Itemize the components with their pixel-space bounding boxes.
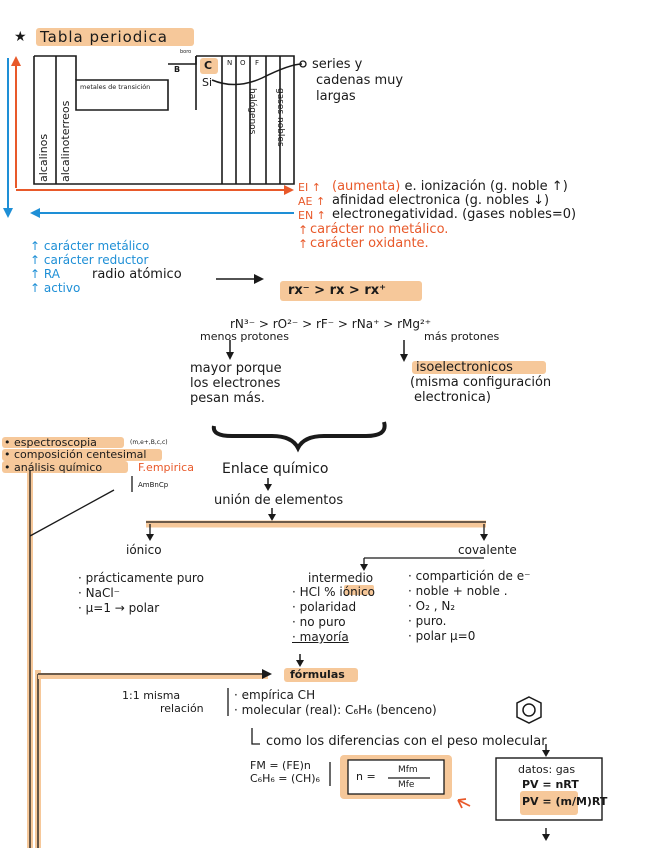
cov-item-2: · noble + noble .	[408, 585, 508, 597]
empirica-line: · empírica CH	[234, 689, 315, 701]
inter-item-2: · polaridad	[292, 601, 356, 613]
intermedio-heading: intermedio	[308, 572, 373, 584]
radio-arrow	[216, 274, 264, 284]
element-c: C	[204, 60, 212, 71]
orange-vertical-arrow	[11, 56, 21, 188]
cov-item-4: · puro.	[408, 615, 446, 627]
gas-box-line-1: datos: gas	[518, 764, 575, 775]
gas-box-line-2: PV = nRT	[522, 779, 579, 790]
element-f: F	[255, 60, 259, 67]
mayor-line-1: mayor porque	[190, 362, 282, 375]
ambncp-label: AmBnCp	[138, 482, 168, 489]
inter-item-4: · mayoría	[292, 631, 349, 643]
curly-brace	[214, 422, 385, 448]
blue-vertical-arrow	[3, 58, 13, 218]
ionico-item-3: · μ=1 → polar	[78, 602, 159, 614]
radio-atomico-label: radio atómico	[92, 268, 182, 281]
union-elementos: unión de elementos	[214, 494, 343, 507]
inter-item-1: · HCl % iónico	[292, 586, 375, 598]
n-eq-numerator: Mfm	[398, 766, 418, 775]
left-trend-reductor: ↑ carácter reductor	[30, 254, 148, 266]
relacion-line-2: relación	[160, 703, 204, 714]
left-list-espectroscopia: • espectroscopia	[4, 437, 97, 448]
gases-nobles-label: gases nobles	[275, 88, 284, 147]
isoelectronicos-label: isoelectronicos	[416, 361, 513, 374]
trend-ei-text: (aumenta) e. ionización (g. noble ↑)	[332, 180, 568, 193]
molecular-line: · molecular (real): C₆H₆ (benceno)	[234, 704, 437, 716]
alcalinoterreos-label: alcalinoterreos	[60, 101, 71, 182]
left-list-composicion: • composición centesimal	[4, 449, 146, 460]
formulas-heading: fórmulas	[290, 669, 345, 680]
iso-series: rN³⁻ > rO²⁻ > rF⁻ > rNa⁺ > rMg²⁺	[230, 318, 431, 330]
tiny-right-label: (m,e+,B,c,c)	[130, 440, 168, 446]
series-note-3: largas	[316, 90, 356, 103]
f-empirica-label: F.empirica	[138, 462, 194, 473]
mayor-line-3: pesan más.	[190, 392, 265, 405]
trend-ae-text: afinidad electronica (g. nobles ↓)	[332, 194, 549, 207]
series-note-1: series y	[312, 58, 362, 71]
ionico-heading: iónico	[126, 544, 162, 556]
mayor-line-2: los electrones	[190, 377, 280, 390]
tiny-label: boro	[180, 50, 191, 55]
element-o: O	[240, 60, 246, 67]
isoelec-desc-1: (misma configuración	[410, 376, 551, 389]
orange-horizontal-arrow	[16, 185, 294, 195]
ionico-item-2: · NaCl⁻	[78, 587, 120, 599]
element-si: Si	[202, 77, 212, 88]
transition-metals-label: metales de transición	[80, 84, 150, 91]
trend-oxidante-symbol: ↑	[298, 238, 308, 250]
left-list-analisis: • análisis químico	[4, 462, 102, 473]
relacion-line-1: 1:1 misma	[122, 690, 180, 701]
halogenos-label: halógenos	[247, 88, 256, 134]
gas-box-line-3: PV = (m/M)RT	[522, 796, 607, 807]
trend-en-symbol: EN ↑	[298, 210, 326, 221]
trend-en-text: electronegatividad. (gases nobles=0)	[332, 208, 576, 221]
trend-ae-symbol: AE ↑	[298, 196, 325, 207]
diferencias-line: como los diferencias con el peso molecul…	[266, 735, 547, 748]
isoelec-desc-2: electronica)	[414, 391, 491, 404]
alcalinos-label: alcalinos	[38, 134, 49, 182]
ionico-item-1: · prácticamente puro	[78, 572, 204, 584]
series-connector	[212, 64, 302, 85]
n-eq-denominator: Mfe	[398, 781, 414, 790]
element-b: B	[174, 66, 180, 74]
menos-protones: menos protones	[200, 331, 289, 342]
radio-formula: rx⁻ > rx > rx⁺	[288, 284, 386, 297]
cov-item-1: · compartición de e⁻	[408, 570, 530, 582]
trend-nometal-text: carácter no metálico.	[310, 223, 448, 236]
trend-oxidante-text: carácter oxidante.	[310, 237, 429, 250]
left-trend-metalico: ↑ carácter metálico	[30, 240, 149, 252]
cov-item-3: · O₂ , N₂	[408, 600, 455, 612]
trend-nometal-symbol: ↑	[298, 224, 308, 236]
element-n: N	[227, 60, 232, 67]
enlace-quimico-title: Enlace químico	[222, 462, 328, 476]
benzene-icon	[517, 697, 541, 723]
mas-protones: más protones	[424, 331, 499, 342]
inter-item-3: · no puro	[292, 616, 346, 628]
fm-eq-line-1: FM = (FE)n	[250, 760, 311, 771]
left-trend-ra: ↑ RA	[30, 268, 60, 280]
page-title: Tabla periodica	[40, 30, 168, 45]
covalente-heading: covalente	[458, 544, 517, 556]
blue-horizontal-arrow	[30, 208, 294, 218]
left-highlight-lines	[30, 470, 38, 848]
series-note-2: cadenas muy	[316, 74, 403, 87]
fm-eq-line-2: C₆H₆ = (CH)₆	[250, 773, 320, 784]
left-trend-activo: ↑ activo	[30, 282, 80, 294]
star-bullet: ★	[14, 30, 27, 44]
cov-item-5: · polar μ=0	[408, 630, 475, 642]
n-eq-label: n =	[356, 771, 376, 782]
trend-ei-symbol: EI ↑	[298, 182, 321, 193]
